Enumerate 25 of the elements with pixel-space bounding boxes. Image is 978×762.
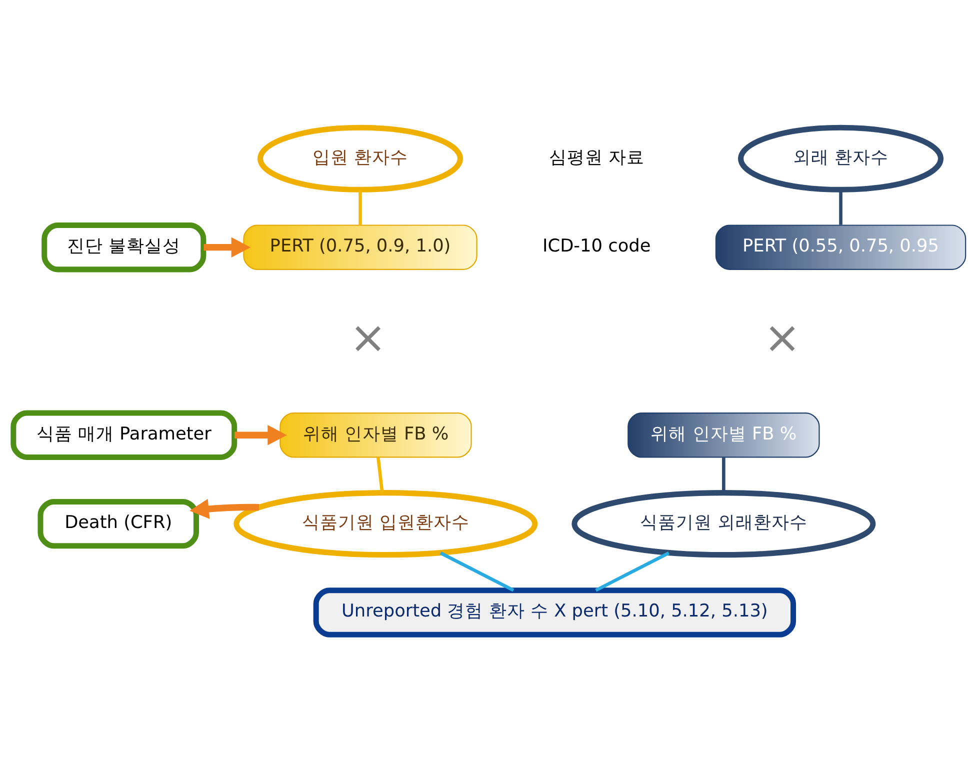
node-ellipse: 외래 환자수 [738,124,944,192]
arrow [234,425,286,446]
node-box: 위해 인자별 FB % [279,412,472,458]
node-ellipse: 식품기원 입원환자수 [233,490,538,558]
connector [358,190,362,225]
connector [594,552,670,592]
arrow [189,498,259,520]
arrow [203,237,250,258]
label: × [763,312,800,364]
label: ICD-10 code [542,236,650,257]
node-ellipse: 입원 환자수 [257,124,463,192]
node-box: PERT (0.75, 0.9, 1.0) [242,224,477,270]
label: × [348,312,386,364]
node-box: 위해 인자별 FB % [627,412,820,458]
node-box: 진단 불확실성 [41,222,206,272]
node-ellipse: 식품기원 외래환자수 [571,490,876,558]
node-box: Death (CFR) [37,498,198,549]
node-box: 식품 매개 Parameter [10,410,237,460]
connector [439,552,514,592]
label: 심평원 자료 [548,148,644,168]
node-box: Unreported 경험 환자 수 X pert (5.10, 5.12, 5.13) [312,588,796,638]
connector [838,190,842,225]
node-box: PERT (0.55, 0.75, 0.95 [714,224,966,270]
connector [376,457,384,493]
connector [722,458,725,492]
